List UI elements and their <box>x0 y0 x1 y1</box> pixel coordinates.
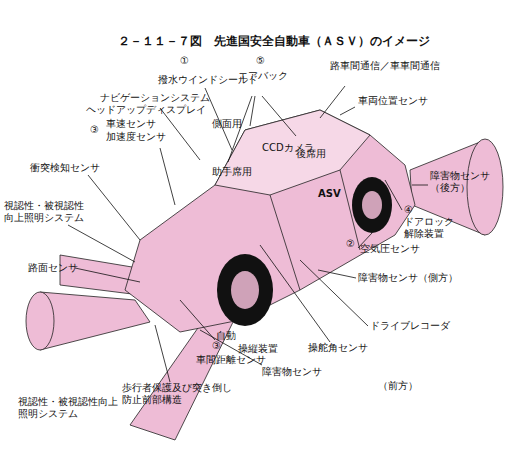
part-label: 空気圧センサ <box>360 243 420 255</box>
sensor-beam <box>26 292 54 350</box>
part-label: 加速度センサ <box>106 131 166 143</box>
callout-number: ⑤ <box>256 55 265 67</box>
wheel-hub <box>362 191 382 219</box>
part-label: 車両位置センサ <box>358 95 428 107</box>
part-label: エアバック <box>238 70 288 82</box>
callout-number: ③ <box>212 340 221 352</box>
part-label: ヘッドアップディスプレイ <box>86 104 206 116</box>
door-line <box>270 195 300 290</box>
body-marking: ASV <box>318 188 341 200</box>
part-label: 視認性・被視認性向上照明システム <box>4 200 88 224</box>
callout-number: ③ <box>90 124 99 136</box>
part-label: 路面センサ <box>28 262 78 274</box>
rear-wheel <box>352 177 392 233</box>
sensor-beam <box>467 139 503 235</box>
callout-number: ① <box>180 55 189 67</box>
part-label: 車間距離センサ <box>196 354 266 366</box>
part-label: 障害物センサ <box>262 366 322 378</box>
part-label: ナビゲーションシステム <box>100 92 210 104</box>
part-label: ドライブレコーダ <box>370 320 450 332</box>
part-label: 衝突検知センサ <box>30 162 100 174</box>
front-wheel <box>217 254 273 326</box>
part-label: 歩行者保護及び突き倒し防止前部構造 <box>122 382 236 406</box>
part-label: 助手席用 <box>212 166 252 178</box>
part-label: 障害物センサ（側方） <box>358 272 458 284</box>
wheel-hub <box>231 271 259 309</box>
part-label: 後席用 <box>296 148 326 160</box>
car-body <box>125 110 415 332</box>
figure-title: ２－１１－７図 先進国安全自動車（ＡＳＶ）のイメージ <box>118 34 430 49</box>
part-label: ドアロック解除装置 <box>404 216 458 240</box>
part-label: 車速センサ <box>106 118 156 130</box>
part-label: 視認性・被視認性向上照明システム <box>18 396 122 420</box>
part-label: 障害物センサ（後方） <box>430 170 494 194</box>
leader-lines <box>68 86 428 382</box>
part-label: 路車間通信／車車間通信 <box>330 60 440 72</box>
part-label: （前方） <box>378 380 418 392</box>
callout-number: ④ <box>404 204 413 216</box>
sensor-beam <box>130 318 235 440</box>
part-label: 側面用 <box>212 118 242 130</box>
part-label: 操縦装置 <box>238 343 278 355</box>
part-label: 操舵角センサ <box>308 342 368 354</box>
sensor-beam <box>40 292 150 350</box>
callout-number: ② <box>346 238 355 250</box>
